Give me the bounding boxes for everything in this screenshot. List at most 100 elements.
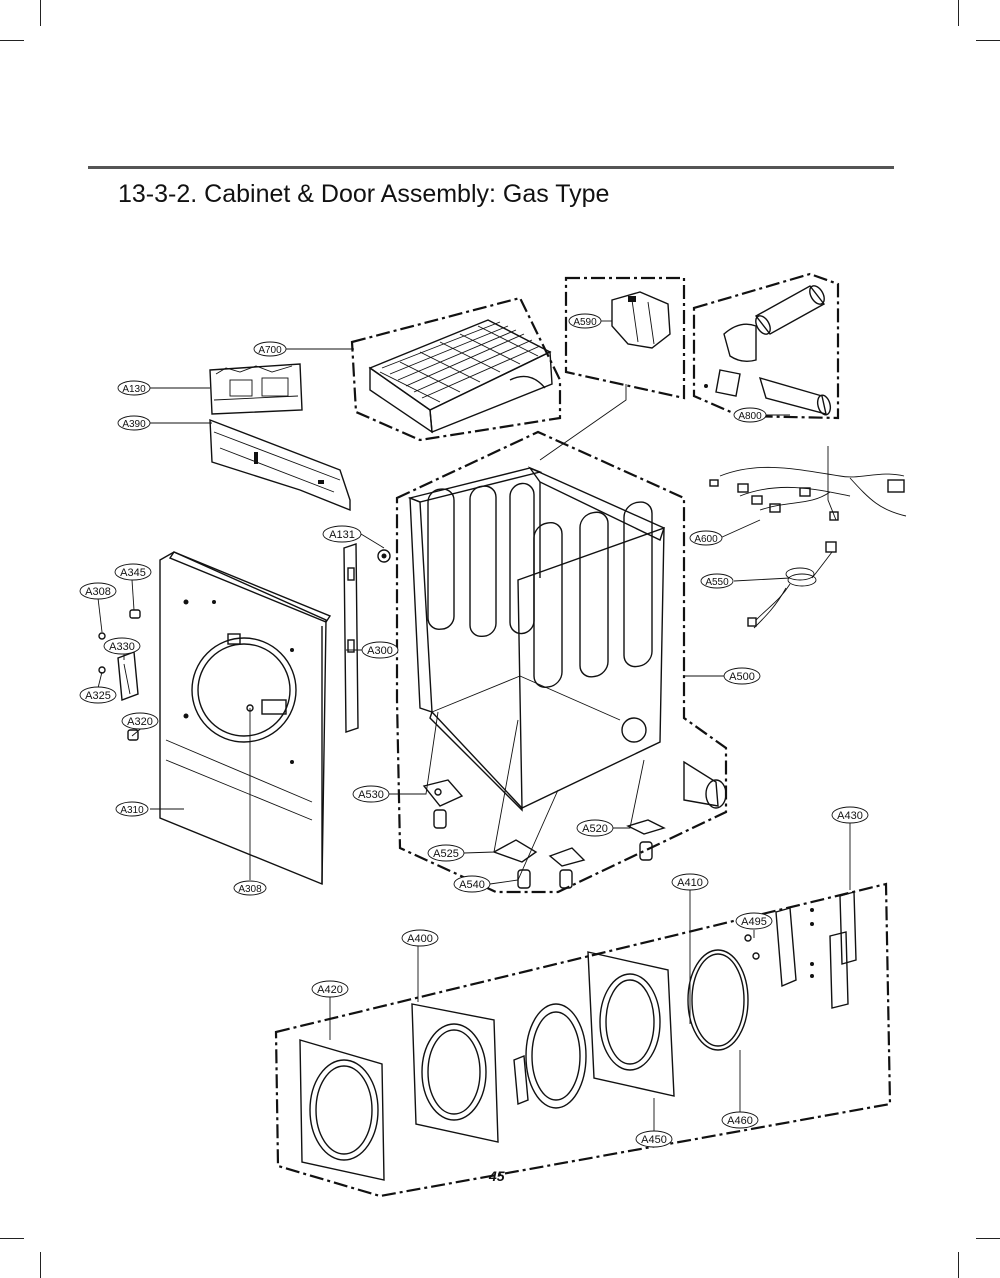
label-a325: A325 bbox=[79, 686, 117, 704]
label-a310: A310 bbox=[115, 801, 149, 817]
label-a530: A530 bbox=[352, 785, 390, 803]
label-a500-text: A500 bbox=[729, 671, 755, 683]
label-a525: A525 bbox=[427, 844, 465, 862]
part-door-handle bbox=[513, 1055, 529, 1105]
label-a345: A345 bbox=[114, 563, 152, 581]
label-a550-text: A550 bbox=[705, 577, 729, 588]
label-a530-text: A530 bbox=[358, 789, 384, 801]
crop-mark-bottom-right-v bbox=[958, 1252, 959, 1278]
leader-lines bbox=[97, 320, 851, 1132]
label-a600-text: A600 bbox=[694, 534, 718, 545]
part-a530-foot bbox=[433, 809, 447, 829]
crop-mark-top-left-h bbox=[0, 40, 24, 41]
label-a410: A410 bbox=[671, 873, 709, 891]
label-a300: A300 bbox=[361, 641, 399, 659]
label-a325-text: A325 bbox=[85, 690, 111, 702]
crop-mark-top-right-h bbox=[976, 40, 1000, 41]
label-a130-text: A130 bbox=[122, 384, 146, 395]
label-a700: A700 bbox=[253, 341, 287, 357]
crop-mark-top-right-v bbox=[958, 0, 959, 26]
part-a700-top-panel bbox=[368, 319, 553, 434]
label-a800-text: A800 bbox=[738, 411, 762, 422]
label-a400: A400 bbox=[401, 929, 439, 947]
part-a320-clip bbox=[127, 729, 139, 741]
part-labels: A700 A130 A390 A590 A800 A131 A600 A345 bbox=[79, 313, 869, 1148]
label-a320-text: A320 bbox=[127, 716, 153, 728]
part-a500-cabinet bbox=[407, 466, 665, 812]
part-leveling-feet bbox=[517, 841, 653, 889]
header-rule bbox=[88, 166, 894, 169]
label-a495-text: A495 bbox=[741, 916, 767, 928]
part-a300-bracket bbox=[343, 543, 359, 733]
label-a520-text: A520 bbox=[582, 823, 608, 835]
part-a550-power-cord bbox=[747, 541, 837, 629]
label-a308-bottom-text: A308 bbox=[238, 884, 262, 895]
label-a308-left: A308 bbox=[79, 582, 117, 600]
label-a320: A320 bbox=[121, 712, 159, 730]
label-a460-text: A460 bbox=[727, 1115, 753, 1127]
label-a310-text: A310 bbox=[120, 805, 144, 816]
crop-mark-bottom-left-v bbox=[40, 1252, 41, 1278]
label-a300-text: A300 bbox=[367, 645, 393, 657]
label-a420: A420 bbox=[311, 980, 349, 998]
label-a390: A390 bbox=[117, 415, 151, 431]
group-boundary-door bbox=[274, 882, 892, 1198]
part-a495-screws bbox=[744, 908, 814, 978]
label-a460: A460 bbox=[721, 1111, 759, 1129]
part-a400-door-frame bbox=[411, 1003, 499, 1143]
label-a590-text: A590 bbox=[573, 317, 597, 328]
part-a420-door-cover bbox=[299, 1039, 385, 1181]
part-a130-pcb-bracket bbox=[209, 363, 303, 415]
label-a420-text: A420 bbox=[317, 984, 343, 996]
part-a430-hinge-plate bbox=[829, 891, 857, 1009]
part-a520-bracket bbox=[548, 819, 666, 867]
group-boundary-top-panel bbox=[350, 296, 562, 442]
label-a330-text: A330 bbox=[109, 641, 135, 653]
part-a590-duct bbox=[611, 291, 671, 349]
part-a330-hinge bbox=[117, 651, 139, 701]
label-a430-text: A430 bbox=[837, 810, 863, 822]
part-a410-hinge bbox=[775, 907, 797, 988]
label-a450-text: A450 bbox=[641, 1134, 667, 1146]
part-a390-control-support bbox=[209, 418, 351, 512]
page-title: 13-3-2. Cabinet & Door Assembly: Gas Typ… bbox=[118, 180, 610, 208]
part-exhaust-tube bbox=[683, 760, 727, 809]
label-a800: A800 bbox=[733, 407, 767, 423]
crop-mark-bottom-left-h bbox=[0, 1238, 24, 1239]
label-a520: A520 bbox=[576, 819, 614, 837]
crop-mark-top-left-v bbox=[40, 0, 41, 26]
label-a400-text: A400 bbox=[407, 933, 433, 945]
part-a525-bracket bbox=[492, 839, 538, 863]
part-a450-inner-door bbox=[587, 951, 675, 1097]
label-a308-bottom: A308 bbox=[233, 880, 267, 896]
label-a600: A600 bbox=[689, 530, 723, 546]
label-a130: A130 bbox=[117, 380, 151, 396]
part-a460-gasket bbox=[687, 949, 749, 1051]
part-a131-grommet bbox=[377, 549, 391, 563]
label-a550: A550 bbox=[700, 573, 734, 589]
label-a525-text: A525 bbox=[433, 848, 459, 860]
group-boundary-cabinet bbox=[395, 430, 728, 894]
crop-mark-bottom-right-h bbox=[976, 1238, 1000, 1239]
group-boundary-exhaust-a800 bbox=[692, 272, 840, 420]
part-a310-front-panel bbox=[159, 551, 332, 886]
label-a495: A495 bbox=[735, 912, 773, 930]
group-boundary-duct-a590 bbox=[564, 276, 686, 400]
label-a430: A430 bbox=[831, 806, 869, 824]
label-a450: A450 bbox=[635, 1130, 673, 1148]
label-a540-text: A540 bbox=[459, 879, 485, 891]
label-a540: A540 bbox=[453, 875, 491, 893]
page-number: 45 bbox=[489, 1168, 505, 1184]
part-a800-exhaust bbox=[704, 285, 832, 416]
label-a390-text: A390 bbox=[122, 419, 146, 430]
label-a131-text: A131 bbox=[329, 529, 355, 541]
label-a700-text: A700 bbox=[258, 345, 282, 356]
label-a590: A590 bbox=[568, 313, 602, 329]
part-door-glass-ring bbox=[525, 1003, 587, 1109]
label-a330: A330 bbox=[103, 637, 141, 655]
label-a500: A500 bbox=[723, 667, 761, 685]
part-a600-wire-harness bbox=[709, 446, 907, 521]
label-a131: A131 bbox=[322, 525, 362, 543]
label-a345-text: A345 bbox=[120, 567, 146, 579]
